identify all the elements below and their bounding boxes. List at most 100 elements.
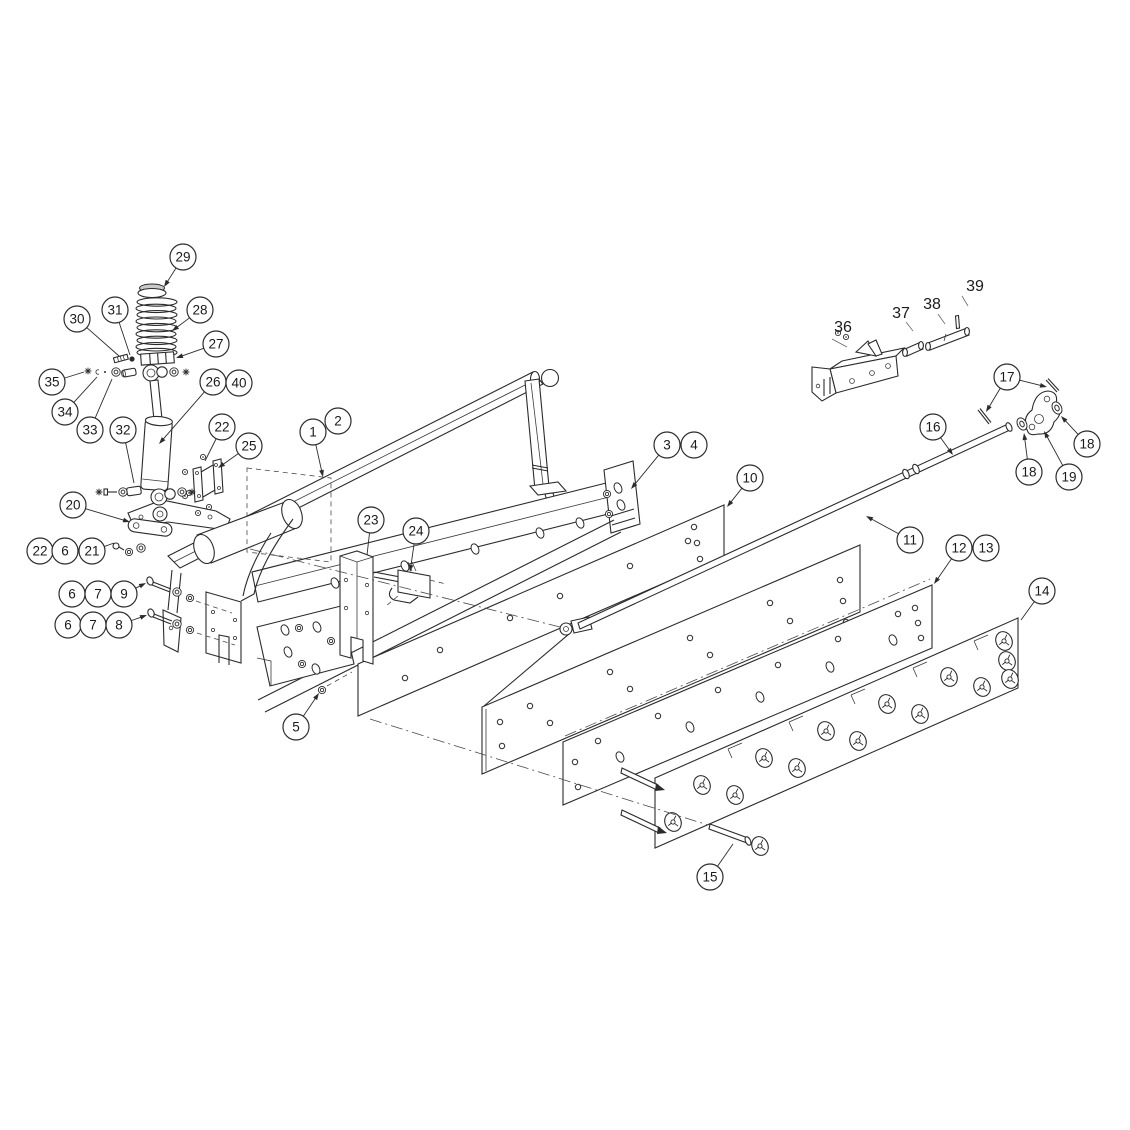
- callout-22: 22: [204, 413, 236, 462]
- callout-29: 29: [164, 243, 197, 287]
- callout-33: 33: [76, 378, 113, 444]
- callout-30: 30: [63, 305, 120, 357]
- svg-text:40: 40: [231, 376, 246, 391]
- callout-6: 6: [58, 580, 86, 608]
- spring-retainer: [140, 351, 175, 366]
- svg-text:22: 22: [32, 544, 47, 559]
- callout-23: 23: [357, 506, 385, 556]
- svg-text:8: 8: [115, 618, 123, 633]
- svg-text:39: 39: [966, 278, 984, 295]
- svg-text:1: 1: [309, 425, 317, 440]
- svg-text:2: 2: [334, 414, 342, 429]
- pivot-link: [112, 518, 173, 557]
- svg-text:34: 34: [57, 405, 73, 420]
- callout-22: 22: [26, 537, 54, 565]
- svg-text:9: 9: [120, 587, 128, 602]
- callout-25: 25: [218, 432, 263, 468]
- label-37: 37: [892, 305, 914, 332]
- svg-text:19: 19: [1061, 470, 1076, 485]
- svg-text:6: 6: [68, 587, 76, 602]
- svg-text:11: 11: [903, 533, 917, 548]
- centerlines: [249, 548, 709, 826]
- svg-text:35: 35: [44, 375, 59, 390]
- callout-31: 31: [101, 296, 131, 356]
- svg-text:7: 7: [89, 618, 97, 633]
- svg-text:12: 12: [951, 541, 966, 556]
- svg-text:26: 26: [205, 375, 220, 390]
- svg-text:16: 16: [925, 420, 940, 435]
- shock-body: [140, 415, 173, 492]
- callout-34: 34: [51, 376, 98, 426]
- svg-text:29: 29: [175, 250, 190, 265]
- callout-9: 9: [110, 580, 146, 608]
- svg-text:13: 13: [978, 541, 993, 556]
- svg-text:22: 22: [214, 420, 229, 435]
- adjusting-rod: [483, 422, 1013, 707]
- bolt-set-lower: [147, 608, 236, 646]
- svg-text:5: 5: [292, 720, 300, 735]
- svg-text:3: 3: [663, 438, 671, 453]
- callout-13: 13: [972, 534, 1000, 562]
- svg-text:38: 38: [923, 296, 941, 313]
- callout-19: 19: [1044, 431, 1083, 491]
- callout-6: 6: [54, 611, 82, 639]
- callout-20: 20: [59, 491, 130, 523]
- svg-text:32: 32: [115, 423, 130, 438]
- stud-30: [112, 353, 129, 364]
- beam-end-tab: [162, 609, 182, 653]
- pins-37-38-39: [902, 314, 970, 358]
- callout-32: 32: [109, 416, 137, 484]
- svg-text:21: 21: [84, 544, 99, 559]
- svg-text:15: 15: [702, 870, 717, 885]
- callout-6: 6: [51, 537, 79, 565]
- callout-40: 40: [225, 369, 253, 397]
- upper-cutting-edge: [562, 578, 933, 806]
- svg-text:23: 23: [363, 513, 378, 528]
- loose-carriage-bolts: [620, 767, 772, 859]
- lower-cutting-edge: [654, 617, 1022, 849]
- callout-27: 27: [176, 330, 230, 358]
- callout-4: 4: [680, 431, 708, 459]
- callout-7: 7: [79, 611, 107, 639]
- svg-text:4: 4: [690, 438, 698, 453]
- linkage-plate-assembly: [977, 378, 1065, 436]
- shackle-bracket: [181, 453, 332, 563]
- frame-left-end-plate: [256, 605, 355, 695]
- svg-text:6: 6: [64, 618, 72, 633]
- callout-24: 24: [402, 517, 430, 572]
- callout-16: 16: [919, 413, 953, 455]
- callout-15: 15: [696, 843, 734, 891]
- callout-5: 5: [282, 693, 319, 741]
- callout-10: 10: [727, 464, 764, 507]
- svg-text:10: 10: [742, 471, 757, 486]
- clamp-bracket: [339, 550, 374, 665]
- label-39: 39: [961, 278, 984, 307]
- svg-text:30: 30: [69, 312, 84, 327]
- svg-text:18: 18: [1079, 437, 1094, 452]
- callout-12: 12: [934, 534, 973, 584]
- svg-text:7: 7: [94, 587, 102, 602]
- svg-text:6: 6: [61, 544, 69, 559]
- svg-text:31: 31: [107, 303, 122, 318]
- label-38: 38: [923, 296, 946, 325]
- backplate: [481, 544, 861, 775]
- callout-18: 18: [1061, 416, 1101, 458]
- bolt-set-upper: [146, 576, 233, 614]
- svg-text:27: 27: [208, 337, 223, 352]
- svg-text:18: 18: [1021, 465, 1036, 480]
- callout-17: 17: [986, 363, 1047, 412]
- flange-nut-5: [317, 685, 327, 695]
- svg-text:37: 37: [892, 305, 910, 322]
- callout-14: 14: [1020, 577, 1056, 621]
- callout-21: 21: [78, 537, 115, 565]
- callout-2: 2: [324, 407, 352, 435]
- latch-assembly: [373, 561, 447, 607]
- mount-bracket-36: [811, 329, 906, 402]
- label-36: 36: [831, 319, 852, 348]
- callout-28: 28: [172, 296, 214, 331]
- callout-7: 7: [84, 580, 112, 608]
- svg-text:17: 17: [999, 370, 1014, 385]
